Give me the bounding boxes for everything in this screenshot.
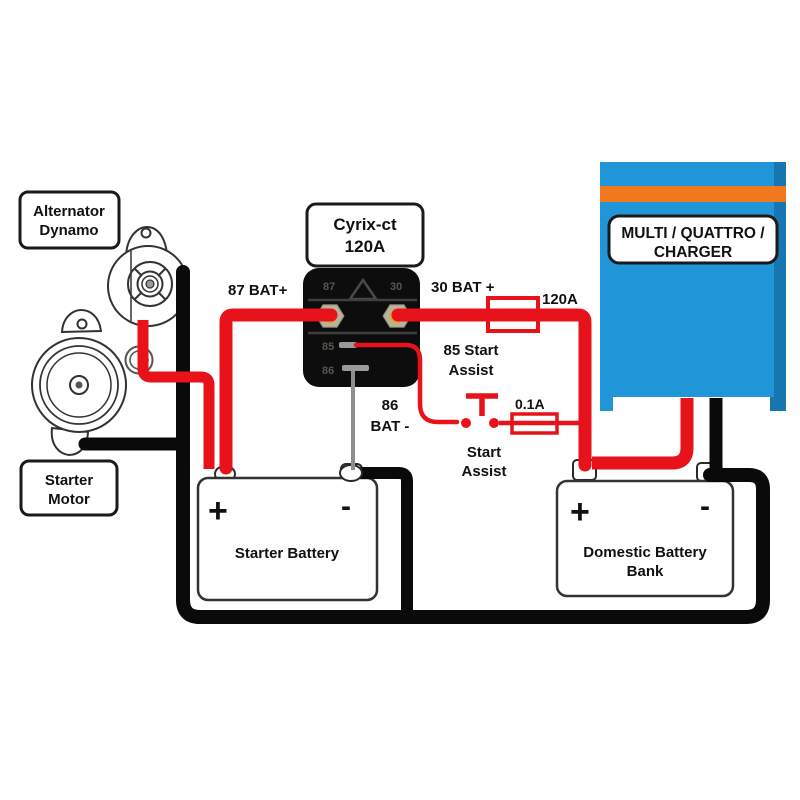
starter-battery-minus-sign: - — [341, 490, 351, 523]
label-86-bat-minus-line1: 86 — [382, 397, 399, 414]
cyrix-label-line1: Cyrix-ct — [333, 215, 397, 234]
relay-terminal-85-pin — [339, 342, 357, 348]
relay-terminal-30-label: 30 — [390, 281, 402, 293]
inverter-label-line1: MULTI / QUATTRO / — [621, 225, 765, 242]
domestic-battery-label-line1: Domestic Battery — [583, 544, 707, 561]
alternator-ear-hole — [140, 227, 152, 239]
label-start-assist-line1: Start — [467, 444, 501, 461]
starter-battery-box — [196, 476, 379, 602]
label-30-bat-plus: 30 BAT + — [431, 279, 495, 296]
cyrix-relay: 87 30 85 86 — [303, 268, 420, 387]
label-86-bat-minus-line2: BAT - — [371, 418, 410, 435]
starter-battery-label: Starter Battery — [235, 545, 340, 562]
wire-85-to-button — [353, 342, 460, 425]
wire-inverter-positive — [592, 398, 694, 470]
starter-battery: + - Starter Battery — [196, 463, 379, 602]
fuse-120a-icon — [486, 296, 540, 333]
inverter-left-foot — [600, 397, 613, 411]
starter-motor-ring1 — [39, 345, 119, 425]
starter-motor-label-line2: Motor — [48, 491, 90, 508]
relay-terminal-87-label: 87 — [323, 281, 335, 293]
alternator-pulley-outer — [127, 261, 173, 307]
domestic-battery-plus-sign: + — [570, 493, 590, 531]
relay-terminal-86-label: 86 — [322, 365, 334, 377]
cyrix-label-box — [305, 202, 425, 268]
label-0.1a: 0.1A — [515, 396, 545, 412]
button-contact-left — [461, 418, 471, 428]
label-87-bat-plus: 87 BAT+ — [228, 282, 288, 299]
alternator-label-line1: Alternator — [33, 203, 105, 220]
alternator-shaft-nut — [145, 279, 155, 289]
alternator-pulley-spokes — [133, 267, 167, 301]
inverter-label-line2: CHARGER — [654, 244, 732, 261]
positive-wiring — [137, 296, 694, 475]
inverter-orange-stripe — [600, 186, 786, 202]
relay-body — [303, 268, 420, 387]
wire-30-to-domestic-positive — [391, 308, 592, 472]
cyrix-label-line2: 120A — [345, 237, 386, 256]
wire-87-to-starter-positive — [219, 308, 338, 475]
domestic-battery-bank: + - Domestic Battery Bank — [555, 459, 735, 598]
starter-motor-label-box — [19, 459, 119, 517]
starter-motor-label: Starter Motor — [19, 459, 119, 517]
negative-wiring — [78, 265, 770, 624]
alternator-label: Alternator Dynamo — [18, 190, 121, 250]
starter-motor-top-ear-hole — [76, 318, 88, 330]
wire-alternator-to-starter-positive — [137, 320, 215, 469]
inverter-label-box — [607, 214, 779, 265]
relay-terminal-86-pin — [342, 365, 369, 371]
wire-annotations: 87 BAT+ 30 BAT + 120A 85 Start Assist 86… — [228, 279, 578, 480]
starter-motor-drawing — [31, 308, 127, 457]
wire-ground-bus — [176, 265, 770, 624]
button-contact-right — [489, 418, 499, 428]
domestic-battery-minus-sign: - — [700, 490, 710, 523]
label-120a: 120A — [542, 291, 578, 308]
domestic-battery-label-line2: Bank — [627, 563, 664, 580]
multi-quattro-charger-unit: MULTI / QUATTRO / CHARGER — [600, 162, 786, 411]
label-start-assist-line2: Assist — [461, 463, 506, 480]
label-85-start-assist-line2: Assist — [448, 362, 493, 379]
inverter-right-foot — [770, 397, 786, 411]
label-85-start-assist-line1: 85 Start — [443, 342, 498, 359]
cyrix-label: Cyrix-ct 120A — [305, 202, 425, 268]
starter-motor-ring2 — [46, 352, 112, 418]
fuse-0.1a-icon — [510, 412, 559, 435]
alternator-label-box — [18, 190, 121, 250]
alternator-pulley-mid — [136, 270, 164, 298]
wire-starter-battery-negative — [352, 467, 413, 612]
starter-battery-plus-sign: + — [208, 492, 228, 530]
starter-motor-shaft-dot — [75, 381, 83, 389]
starter-motor-label-line1: Starter — [45, 472, 94, 489]
relay-terminal-85-label: 85 — [322, 341, 334, 353]
alternator-label-line2: Dynamo — [39, 222, 98, 239]
domestic-battery-box — [555, 479, 735, 598]
